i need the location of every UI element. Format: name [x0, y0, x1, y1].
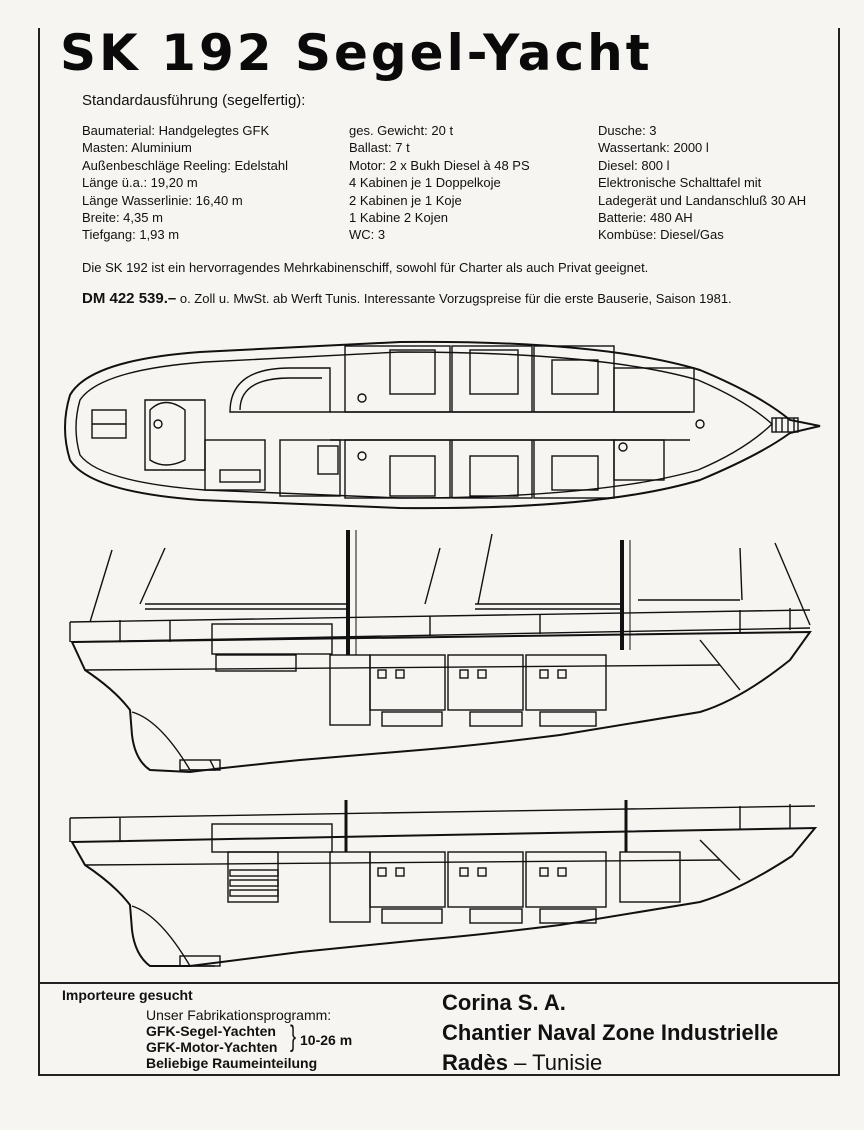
spec-line: Ballast: 7 t: [349, 140, 410, 156]
spec-line: Wassertank: 2000 l: [598, 140, 709, 156]
spec-line: WC: 3: [349, 227, 386, 243]
company-address: Corina S. A. Chantier Naval Zone Industr…: [442, 988, 778, 1078]
importeure-heading: Importeure gesucht: [62, 987, 193, 1003]
description: Die SK 192 ist ein hervorragendes Mehrka…: [82, 260, 649, 275]
spec-line: Motor: 2 x Bukh Diesel à 48 PS: [349, 157, 530, 173]
spec-line: Baumaterial: Handgelegtes GFK: [82, 123, 270, 138]
spec-line: Länge ü.a.: 19,20 m: [82, 175, 198, 191]
program-block: Unser Fabrikationsprogramm: GFK-Segel-Ya…: [146, 1007, 331, 1071]
brace-symbol: }: [290, 1020, 297, 1053]
spec-line: Kombüse: Diesel/Gas: [598, 227, 724, 243]
company-country: – Tunisie: [514, 1050, 603, 1075]
spec-line: 4 Kabinen je 1 Doppelkoje: [349, 175, 501, 191]
spec-column-3: Dusche: 3 Wassertank: 2000 l Diesel: 800…: [598, 122, 806, 244]
company-city-line: Radès – Tunisie: [442, 1048, 778, 1078]
company-city: Radès: [442, 1050, 509, 1075]
side-elevation-1: [69, 530, 812, 774]
spec-line: Elektronische Schalttafel mit: [598, 175, 762, 191]
program-intro: Unser Fabrikationsprogramm:: [146, 1007, 332, 1023]
program-line: GFK-Segel-Yachten: [146, 1023, 276, 1039]
spec-line: Breite: 4,35 m: [82, 210, 163, 226]
size-range: 10-26 m: [300, 1032, 353, 1048]
spec-line: 1 Kabine 2 Kojen: [349, 210, 449, 226]
subtitle: Standardausführung (segelfertig):: [82, 92, 306, 109]
spec-line: Batterie: 480 AH: [598, 210, 693, 226]
spec-column-2: ges. Gewicht: 20 t Ballast: 7 t Motor: 2…: [349, 122, 530, 244]
spec-line: ges. Gewicht: 20 t: [349, 123, 454, 138]
company-location: Chantier Naval Zone Industrielle: [442, 1020, 779, 1045]
spec-column-1: Baumaterial: Handgelegtes GFK Masten: Al…: [82, 122, 288, 244]
price-line: DM 422 539.– o. Zoll u. MwSt. ab Werft T…: [82, 290, 732, 307]
deck-plan: [64, 340, 821, 510]
spec-line: Diesel: 800 l: [598, 157, 670, 173]
footer-divider: [38, 982, 840, 984]
page-frame: [38, 28, 840, 1076]
spec-line: Tiefgang: 1,93 m: [82, 227, 180, 243]
company-name: Corina S. A.: [442, 990, 566, 1015]
side-elevation-2: [69, 800, 818, 967]
spec-line: 2 Kabinen je 1 Koje: [349, 192, 462, 208]
spec-line: Masten: Aluminium: [82, 140, 192, 156]
spec-line: Länge Wasserlinie: 16,40 m: [82, 192, 243, 208]
program-line: GFK-Motor-Yachten: [146, 1039, 278, 1055]
price-text: o. Zoll u. MwSt. ab Werft Tunis. Interes…: [176, 291, 732, 306]
price-amount: DM 422 539.–: [82, 290, 177, 307]
spec-line: Ladegerät und Landanschluß 30 AH: [598, 192, 807, 208]
spec-line: Außenbeschläge Reeling: Edelstahl: [82, 157, 288, 173]
spec-line: Dusche: 3: [598, 123, 657, 138]
page-title: SK 192 Segel-Yacht: [60, 24, 653, 82]
program-line: Beliebige Raumeinteilung: [146, 1055, 318, 1071]
